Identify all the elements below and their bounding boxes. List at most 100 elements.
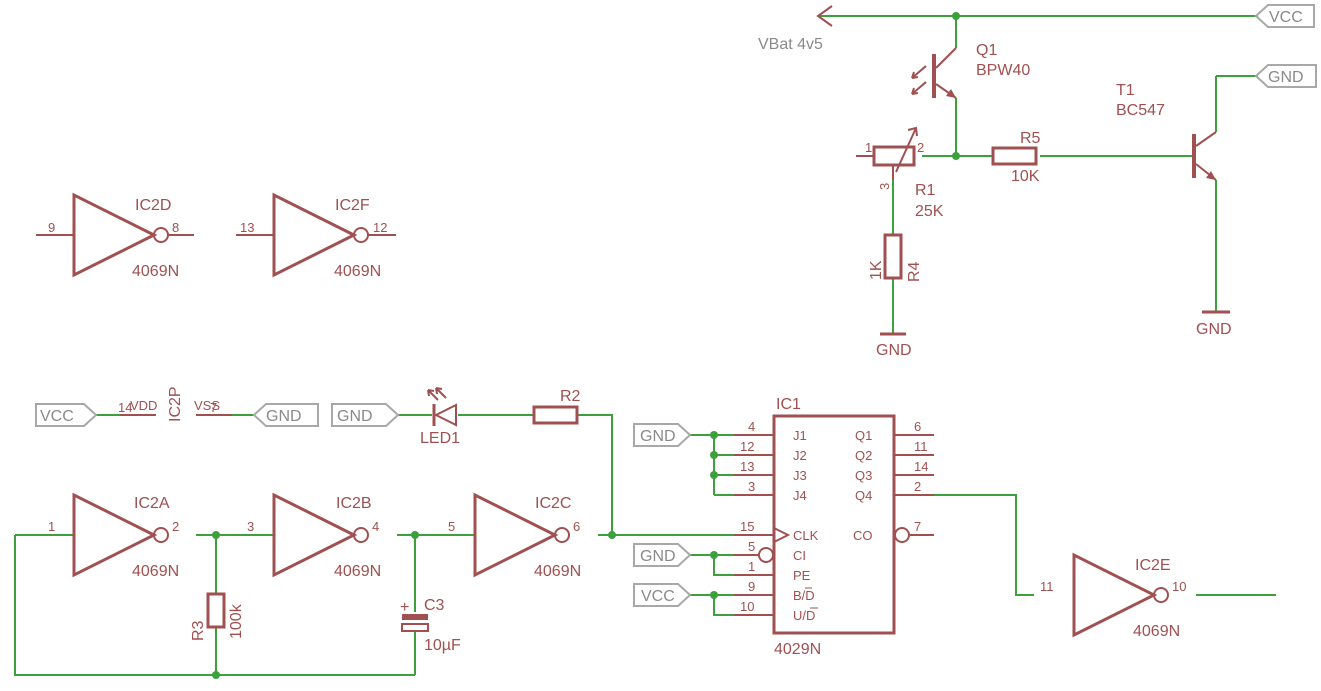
pin-number: 4 <box>748 419 755 434</box>
part-value: 25K <box>915 203 944 220</box>
pin-name: VDD <box>130 398 157 413</box>
pin-name: Q4 <box>855 488 872 503</box>
net-label-text: VCC <box>1269 9 1303 26</box>
gnd-label: GND <box>1196 321 1232 338</box>
pin-name: B/D <box>793 588 815 603</box>
ic1-right-pin-numbers: 6 11 14 2 7 <box>914 419 928 534</box>
part-name: C3 <box>424 597 445 614</box>
pin-number: 11 <box>1040 579 1054 594</box>
inverter-ic2f: 13 12 IC2F 4069N <box>236 192 396 280</box>
part-value: BPW40 <box>976 62 1030 79</box>
pin-number: 10 <box>740 599 754 614</box>
gnd-label: GND <box>876 342 912 359</box>
inverter-ic2c: 5 6 IC2C 4069N <box>448 492 581 580</box>
net-label-vcc-ic2p: VCC <box>35 403 98 427</box>
part-value: 10K <box>1011 168 1040 185</box>
part-name: LED1 <box>420 430 460 447</box>
ic1-left-pin-names: J1 J2 J3 J4 CLK CI PE B/D U/D <box>793 428 819 623</box>
part-value: 4069N <box>334 263 381 280</box>
pin-name: PE <box>793 568 811 583</box>
pin-name: VSS <box>194 398 220 413</box>
pin-number: 2 <box>172 519 179 534</box>
part-value: 4069N <box>334 563 381 580</box>
part-value: 1K <box>868 260 885 280</box>
trimmer-r1: 1 2 3 R1 25K <box>856 126 944 220</box>
pin-number: 1 <box>748 559 755 574</box>
pin-name: CI <box>793 548 806 563</box>
pin-number: 7 <box>914 519 921 534</box>
net-label-gnd-led: GND <box>331 403 400 427</box>
part-name: R5 <box>1020 130 1041 147</box>
pin-name: Q3 <box>855 468 872 483</box>
part-value: BC547 <box>1116 102 1165 119</box>
vbat-label: VBat 4v5 <box>758 36 823 53</box>
pin-number: 12 <box>373 220 387 235</box>
gnd-symbol-t1: GND <box>1196 310 1232 338</box>
pin-number: 15 <box>740 519 754 534</box>
part-name: IC1 <box>776 396 801 413</box>
pin-name: J2 <box>793 448 807 463</box>
net-label-gnd-ic2p: GND <box>252 403 319 427</box>
capacitor-c3: + C3 10µF <box>400 597 461 654</box>
pin-number: 3 <box>748 479 755 494</box>
pin-number: 5 <box>748 539 755 554</box>
net-label-text: GND <box>640 548 676 565</box>
part-name: IC2A <box>134 495 170 512</box>
pin-number: 9 <box>48 220 55 235</box>
ic1-4029n: IC1 4029N 4 12 13 3 15 5 1 9 10 J1 J2 J3… <box>734 396 934 658</box>
net-label-text: GND <box>640 428 676 445</box>
gnd-symbol-r4: GND <box>876 332 912 359</box>
junction-dots <box>212 12 960 679</box>
net-label-text: GND <box>1268 69 1304 86</box>
pin-number: 2 <box>917 140 924 155</box>
resistor-r4: 1K R4 <box>868 233 923 282</box>
ic1-right-pin-names: Q1 Q2 Q3 Q4 CO <box>853 428 873 543</box>
pin-name: J1 <box>793 428 807 443</box>
part-name: IC2E <box>1135 557 1171 574</box>
part-value: 4069N <box>132 263 179 280</box>
pin-number: 10 <box>1172 579 1186 594</box>
net-label-vcc-top: VCC <box>1254 4 1315 28</box>
part-name: IC2C <box>535 495 571 512</box>
part-value: 4069N <box>534 563 581 580</box>
pin-number: 14 <box>914 459 928 474</box>
part-name: IC2P <box>167 386 184 422</box>
part-name: R3 <box>190 620 207 641</box>
pin-name: J4 <box>793 488 807 503</box>
pin-number: 4 <box>372 519 379 534</box>
part-name: R2 <box>560 388 581 405</box>
pin-number: 1 <box>48 519 55 534</box>
ic1-left-pin-numbers: 4 12 13 3 15 5 1 9 10 <box>740 419 755 614</box>
pin-number: 8 <box>172 220 179 235</box>
part-name: Q1 <box>976 42 997 59</box>
pin-name: CO <box>853 528 873 543</box>
inverter-ic2d: 9 8 IC2D 4069N <box>36 192 194 280</box>
power-part-ic2p: 14 VDD VSS 7 IC2P <box>118 386 232 422</box>
net-label-text: GND <box>266 408 302 425</box>
part-value: 100k <box>228 603 245 639</box>
pin-number: 3 <box>877 183 892 190</box>
part-name: R1 <box>915 182 936 199</box>
net-label-gnd-ic1-j: GND <box>633 423 692 447</box>
net-label-text: VCC <box>641 588 675 605</box>
inverter-ic2e: 11 10 IC2E 4069N <box>1040 552 1186 640</box>
pin-number: 14 <box>118 400 132 415</box>
part-value: 4069N <box>1133 623 1180 640</box>
part-name: IC2B <box>336 495 372 512</box>
pin-name: Q2 <box>855 448 872 463</box>
part-value: 10µF <box>424 637 461 654</box>
pin-number: 12 <box>740 439 754 454</box>
wires <box>14 15 1276 676</box>
part-value: 4029N <box>774 641 821 658</box>
net-label-gnd-ic1-ci: GND <box>633 543 692 567</box>
pin-number: 3 <box>247 519 254 534</box>
resistor-r2: R2 <box>532 388 581 425</box>
pin-number: 13 <box>240 220 254 235</box>
inverter-ic2a: 1 2 IC2A 4069N <box>48 492 179 580</box>
net-label-vcc-ic1: VCC <box>633 583 692 607</box>
led1: LED1 <box>420 387 460 447</box>
pin-name: Q1 <box>855 428 872 443</box>
phototransistor-q1: Q1 BPW40 <box>911 42 1030 99</box>
pin-number: 6 <box>914 419 921 434</box>
